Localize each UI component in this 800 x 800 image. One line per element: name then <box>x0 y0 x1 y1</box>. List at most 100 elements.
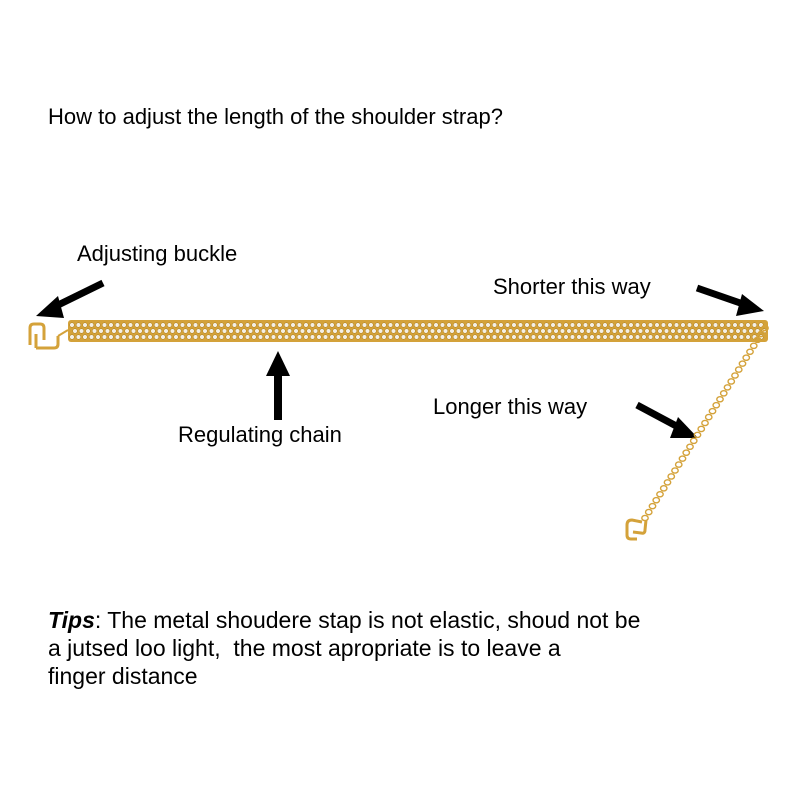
rhinestone <box>244 334 251 340</box>
rhinestone <box>325 328 332 334</box>
rhinestone <box>309 334 316 340</box>
rhinestone <box>195 328 202 334</box>
rhinestone <box>429 328 436 334</box>
arrow-icon-regulating-chain <box>266 351 290 420</box>
rhinestone <box>488 328 494 334</box>
rhinestone <box>88 334 95 340</box>
rhinestone <box>186 322 192 328</box>
rhinestone <box>455 328 462 334</box>
chain-link <box>701 419 709 427</box>
rhinestone <box>709 328 715 334</box>
chain-link <box>734 366 743 373</box>
rhinestone <box>329 334 335 340</box>
rhinestone <box>699 322 706 328</box>
rhinestone <box>650 328 657 334</box>
rhinestone <box>507 328 514 334</box>
rhinestone <box>286 328 293 334</box>
rhinestone <box>615 334 621 340</box>
rhinestone <box>153 334 160 340</box>
rhinestone <box>660 334 667 340</box>
rhinestone <box>316 334 322 340</box>
chain-link <box>671 467 679 474</box>
rhinestone <box>735 328 741 334</box>
chain-link <box>667 473 676 480</box>
rhinestone <box>673 334 680 340</box>
chain-link <box>682 449 691 456</box>
rhinestone <box>637 328 644 334</box>
rhinestone <box>322 322 329 328</box>
label-adjusting-buckle: Adjusting buckle <box>77 241 238 266</box>
chain-link <box>674 461 683 468</box>
rhinestone <box>121 322 127 328</box>
rhinestone <box>579 328 585 334</box>
rhinestone <box>569 334 576 340</box>
rhinestone <box>231 334 238 340</box>
rhinestone <box>702 328 709 334</box>
chain-link <box>693 431 702 439</box>
rhinestone <box>140 322 147 328</box>
rhinestone <box>420 334 426 340</box>
rhinestone <box>420 322 426 328</box>
rhinestone <box>598 328 605 334</box>
rhinestone <box>163 328 169 334</box>
rhinestone <box>264 334 270 340</box>
rhinestone <box>166 334 173 340</box>
rhinestone <box>160 322 166 328</box>
rhinestone <box>397 328 403 334</box>
rhinestone <box>634 334 641 340</box>
rhinestone <box>130 328 137 334</box>
rhinestone <box>91 328 98 334</box>
chain-link <box>761 324 769 332</box>
rhinestone <box>485 334 491 340</box>
rhinestone <box>280 328 286 334</box>
rhinestone <box>361 322 368 328</box>
rhinestone <box>387 334 394 340</box>
chain-link <box>749 342 758 350</box>
rhinestone <box>472 322 478 328</box>
rhinestone <box>160 334 166 340</box>
rhinestone <box>436 328 442 334</box>
rhinestone <box>186 334 192 340</box>
rhinestone <box>290 322 296 328</box>
rhinestone <box>647 334 654 340</box>
rhinestone <box>374 334 381 340</box>
rhinestone <box>147 334 153 340</box>
rhinestone <box>550 322 556 328</box>
rhinestone <box>117 328 124 334</box>
rhinestone <box>355 334 361 340</box>
rhinestone <box>413 334 420 340</box>
rhinestone <box>134 334 140 340</box>
rhinestone <box>628 322 634 328</box>
rhinestone <box>468 328 475 334</box>
rhinestone <box>234 328 241 334</box>
rhinestone <box>371 328 377 334</box>
tips-line-2: a jutsed loo light, the most apropriate … <box>48 635 561 661</box>
rhinestone <box>553 328 559 334</box>
chain-link <box>738 360 747 367</box>
rhinestone <box>400 334 407 340</box>
rhinestone <box>712 334 719 340</box>
arrow-icon-buckle <box>36 279 105 318</box>
rhinestone <box>205 334 212 340</box>
rhinestone <box>121 334 127 340</box>
rhinestone <box>481 328 488 334</box>
rhinestone <box>426 334 433 340</box>
rhinestone <box>582 322 589 328</box>
rhinestone <box>439 322 446 328</box>
rhinestone <box>390 328 397 334</box>
rhinestone <box>748 328 754 334</box>
rhinestone <box>270 322 277 328</box>
rhinestone <box>465 322 472 328</box>
rhinestone <box>257 322 264 328</box>
rhinestone <box>335 334 342 340</box>
rhinestone <box>410 328 416 334</box>
rhinestone <box>345 328 351 334</box>
chain-link <box>644 508 653 516</box>
rhinestone <box>751 322 758 328</box>
rhinestone <box>82 322 88 328</box>
chain-link <box>641 514 649 522</box>
rhinestone <box>355 322 361 328</box>
rhinestone <box>238 322 244 328</box>
rhinestone <box>108 334 114 340</box>
rhinestone <box>517 334 524 340</box>
